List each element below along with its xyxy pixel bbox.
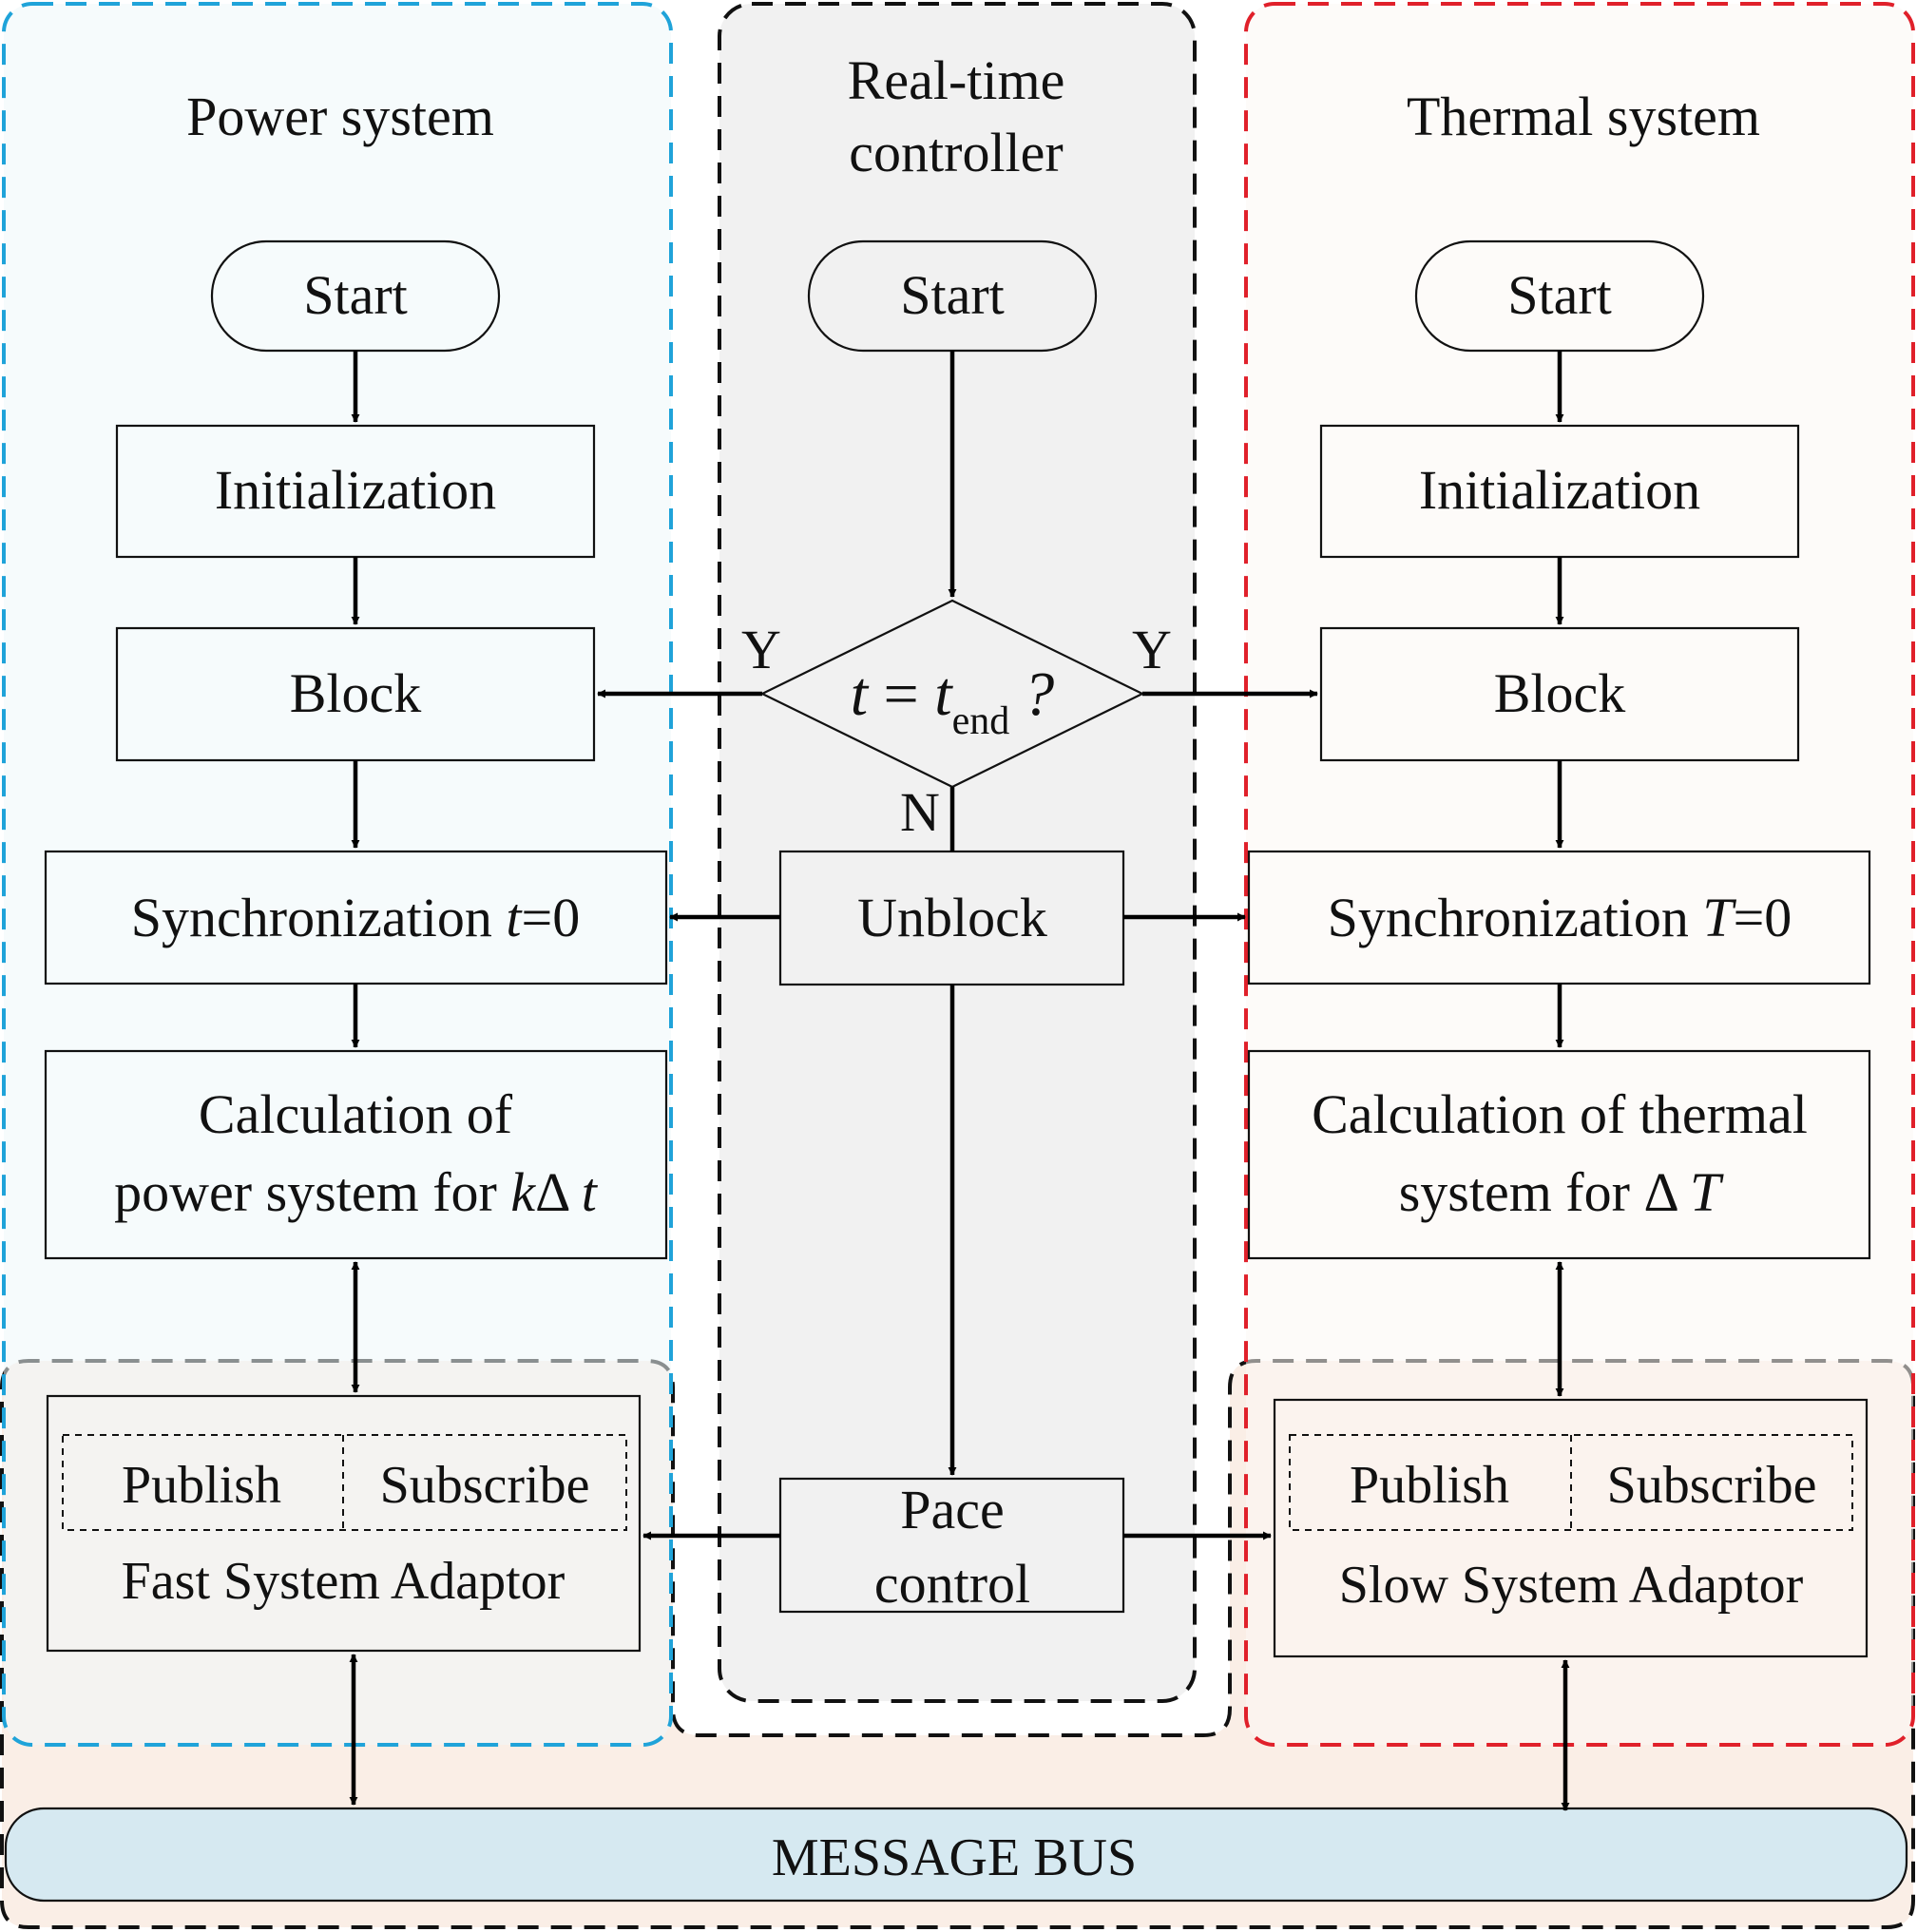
thermal-synchronization-label: Synchronization T=0 (1328, 887, 1792, 948)
slow-adaptor-subscribe-label: Subscribe (1607, 1456, 1817, 1515)
power-block-label: Block (290, 662, 422, 724)
thermal-calculation-line1: Calculation of thermal (1312, 1083, 1808, 1145)
fast-system-adaptor-label: Fast System Adaptor (122, 1552, 566, 1611)
slow-system-adaptor-label: Slow System Adaptor (1339, 1556, 1804, 1615)
power-initialization-label: Initialization (215, 459, 496, 521)
thermal-calculation-box (1247, 1049, 1871, 1260)
power-synchronization-label: Synchronization t=0 (131, 887, 581, 948)
fast-system-adaptor-box (46, 1394, 642, 1653)
controller-title-line2: controller (849, 122, 1063, 183)
power-system-region (2, 2, 673, 1747)
decision-yes-left-label: Y (741, 619, 781, 680)
controller-start-label: Start (900, 264, 1005, 326)
slow-adaptor-publish-label: Publish (1350, 1456, 1509, 1515)
power-calculation-line1: Calculation of (199, 1083, 513, 1145)
slow-adaptor-pubsub-frame (1289, 1434, 1853, 1531)
pace-control-box (778, 1477, 1125, 1614)
unblock-label: Unblock (857, 887, 1047, 948)
fast-adaptor-subscribe-label: Subscribe (380, 1456, 590, 1515)
power-calculation-box (44, 1049, 668, 1260)
thermal-system-region (1244, 2, 1915, 1747)
thermal-system-title: Thermal system (1407, 86, 1760, 147)
pace-control-line1: Pace (900, 1479, 1005, 1540)
power-calculation-line2: power system for kΔ t (114, 1161, 599, 1223)
thermal-initialization-label: Initialization (1419, 459, 1700, 521)
slow-system-adaptor-box (1273, 1398, 1869, 1658)
fast-adaptor-publish-label: Publish (122, 1456, 281, 1515)
fast-adaptor-pubsub-frame (62, 1434, 627, 1531)
message-bus (4, 1807, 1908, 1903)
decision-no-label: N (900, 781, 940, 843)
thermal-block-label: Block (1494, 662, 1626, 724)
thermal-calculation-line2: system for Δ T (1399, 1161, 1724, 1223)
connectors (349, 351, 1570, 1811)
decision-yes-right-label: Y (1132, 619, 1172, 680)
power-system-title: Power system (186, 86, 494, 147)
power-start-label: Start (303, 264, 408, 326)
thermal-start-label: Start (1507, 264, 1612, 326)
pace-control-line2: control (874, 1553, 1030, 1615)
message-bus-label: MESSAGE BUS (772, 1828, 1137, 1887)
decision-condition: t = tend? (851, 660, 1055, 743)
controller-title-line1: Real-time (848, 49, 1065, 111)
